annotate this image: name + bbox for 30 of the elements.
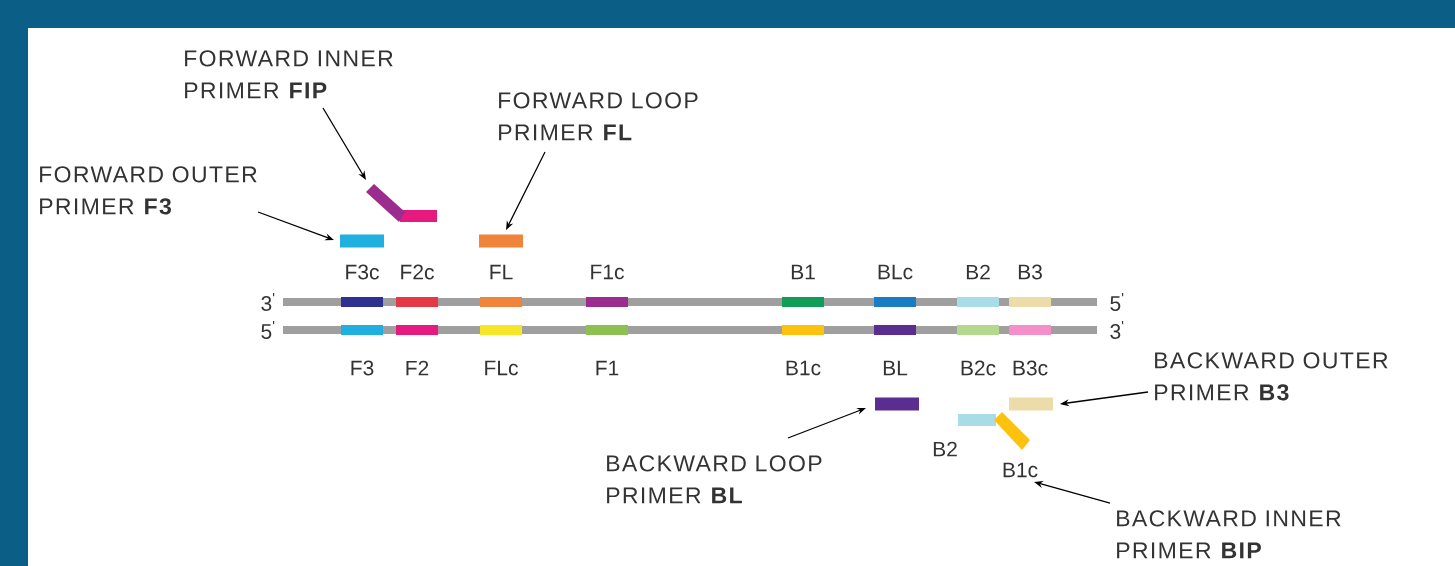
segment-label: F2c bbox=[401, 264, 434, 280]
strand-end-label: 3$^{'}$ bbox=[261, 293, 275, 311]
segment-label: F2 bbox=[406, 360, 429, 376]
callout-text: BACKWARD OUTER PRIMER B3 bbox=[1155, 352, 1388, 401]
callout-text: BACKWARD LOOP PRIMER BL bbox=[607, 455, 822, 504]
segment-label: BL bbox=[883, 360, 908, 376]
segment-label: B1 bbox=[791, 264, 815, 280]
segment-label: BLc bbox=[878, 264, 913, 280]
segment-label: FLc bbox=[485, 360, 518, 376]
segment-label: B2 bbox=[933, 441, 957, 457]
segment-label: F3c bbox=[346, 264, 379, 280]
segment-label: B3 bbox=[1018, 264, 1042, 280]
segment-label: F1 bbox=[596, 360, 619, 376]
arrow bbox=[322, 107, 366, 180]
strand-end-label: 5$^{'}$ bbox=[1110, 293, 1124, 311]
segment-label: F3 bbox=[351, 360, 374, 376]
primer-bar bbox=[366, 184, 437, 222]
segment-label: F1c bbox=[591, 264, 624, 280]
callout-text: FORWARD LOOP PRIMER FL bbox=[499, 92, 698, 141]
strand-end-label: 5$^{'}$ bbox=[261, 321, 275, 339]
segment-label: B2c bbox=[961, 360, 996, 376]
segment-label: B2 bbox=[966, 264, 990, 280]
segment-label: B1c bbox=[786, 360, 821, 376]
callout-text: BACKWARD INNER PRIMER BIP bbox=[1117, 510, 1341, 559]
arrow bbox=[506, 151, 546, 230]
callout-text: FORWARD OUTER PRIMER F3 bbox=[40, 166, 257, 215]
callout-text: FORWARD INNER PRIMER FIP bbox=[185, 50, 393, 99]
segment-label: B1c bbox=[1003, 462, 1038, 478]
strand-end-label: 3$^{'}$ bbox=[1110, 321, 1124, 339]
segment-label: B3c bbox=[1013, 360, 1048, 376]
